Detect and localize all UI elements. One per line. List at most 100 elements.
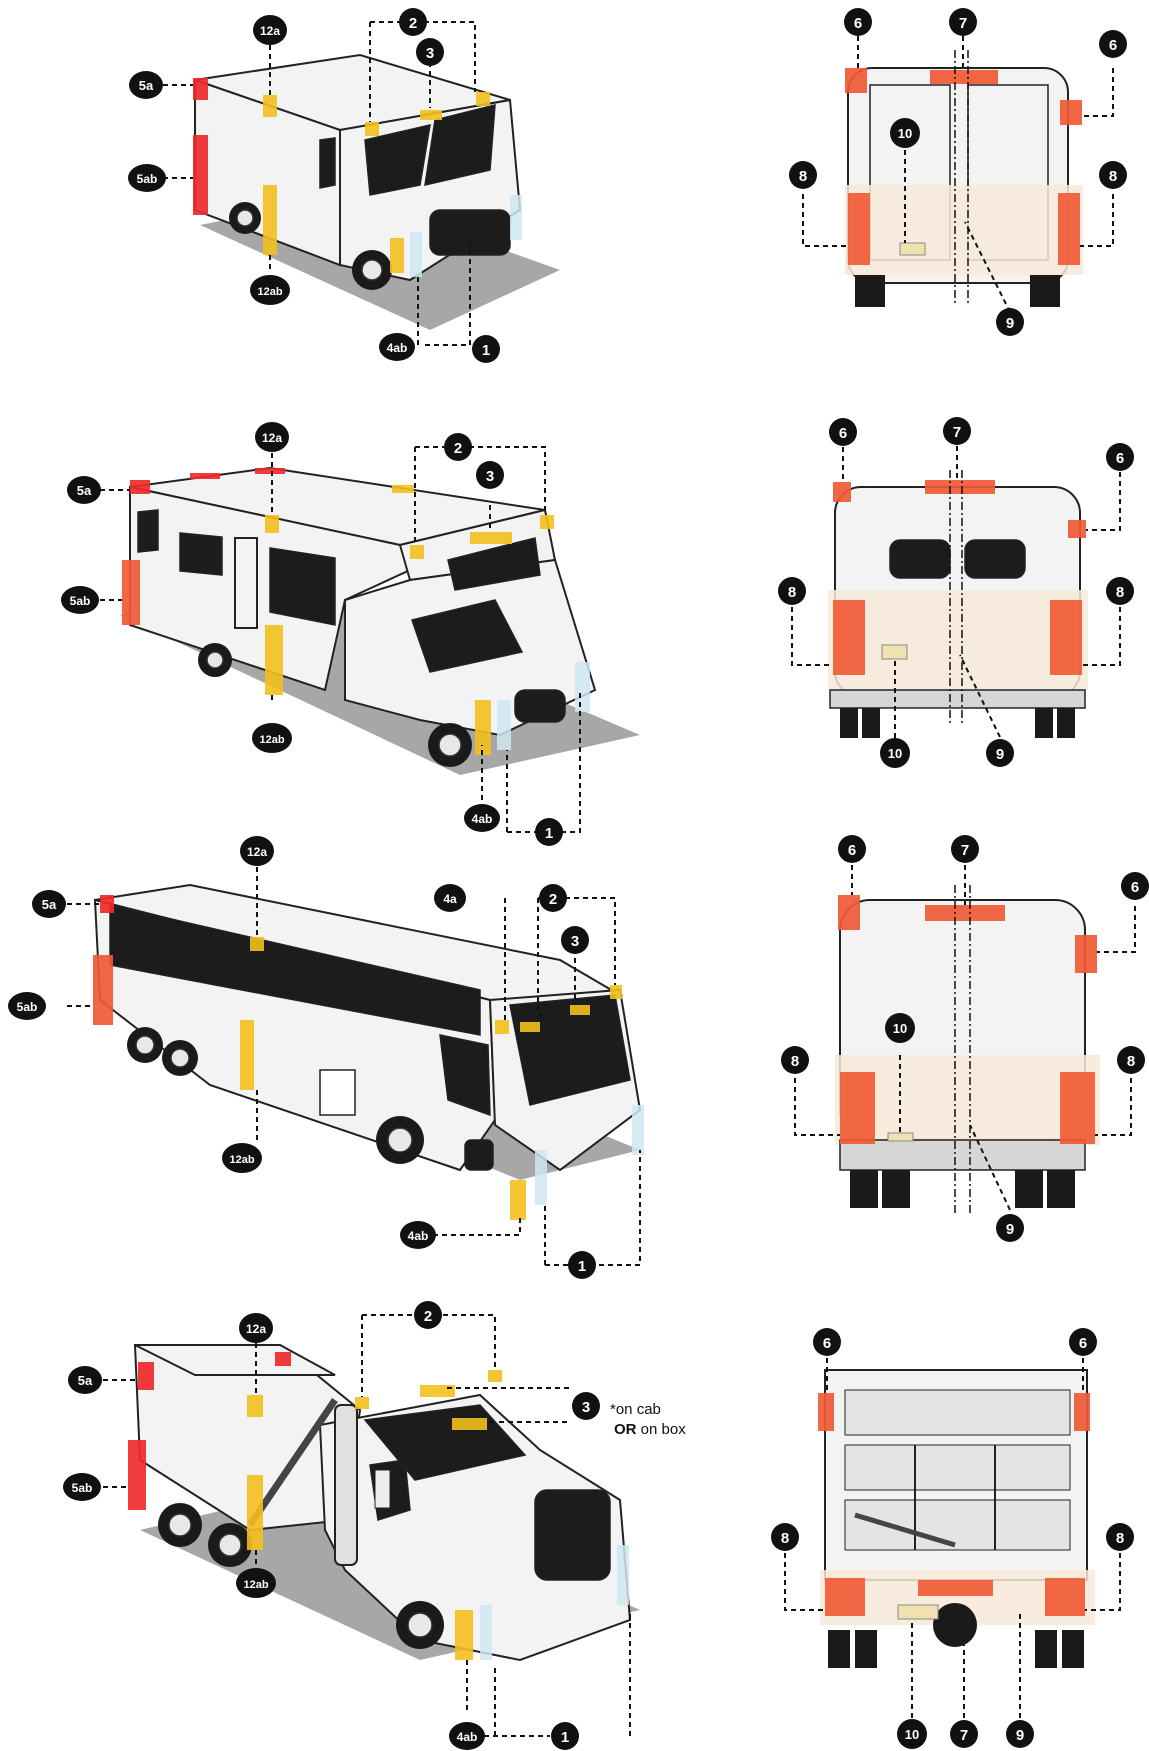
badge-5ab: 5ab <box>128 164 166 192</box>
badge-7: 7 <box>951 835 979 863</box>
svg-text:6: 6 <box>823 1335 831 1352</box>
badge-6: 6 <box>829 418 857 446</box>
badge-9: 9 <box>996 308 1024 336</box>
motorhome-rear-view <box>792 446 1120 738</box>
badge-10: 10 <box>880 738 910 768</box>
badge-5a: 5a <box>129 71 163 99</box>
svg-text:7: 7 <box>953 424 961 441</box>
badge-6: 6 <box>1121 872 1149 900</box>
svg-text:5ab: 5ab <box>17 1000 38 1014</box>
badge-3: 3 <box>416 38 444 66</box>
svg-text:8: 8 <box>1127 1053 1135 1070</box>
badge-6: 6 <box>844 8 872 36</box>
svg-text:4ab: 4ab <box>457 1730 478 1744</box>
svg-text:2: 2 <box>409 15 417 32</box>
badge-12ab: 12ab <box>250 275 290 305</box>
badge-9: 9 <box>986 739 1014 767</box>
svg-text:6: 6 <box>839 425 847 442</box>
badge-5ab: 5ab <box>8 992 46 1020</box>
svg-text:7: 7 <box>961 842 969 859</box>
badge-10: 10 <box>885 1013 915 1043</box>
svg-text:6: 6 <box>1116 450 1124 467</box>
dump-truck-side-view <box>103 1315 640 1736</box>
svg-text:5a: 5a <box>77 483 92 498</box>
badge-8: 8 <box>781 1046 809 1074</box>
badge-8: 8 <box>778 577 806 605</box>
note-rest: on box <box>637 1421 687 1438</box>
badge-2: 2 <box>414 1301 442 1329</box>
coach-bus-side-view <box>67 867 644 1265</box>
svg-text:4ab: 4ab <box>408 1229 429 1243</box>
badge-5a: 5a <box>32 890 66 918</box>
svg-text:12ab: 12ab <box>243 1579 268 1591</box>
note-line-1: *on cab <box>610 1401 661 1418</box>
svg-text:4ab: 4ab <box>472 812 493 826</box>
badge-3: 3 <box>476 461 504 489</box>
svg-text:10: 10 <box>893 1021 907 1036</box>
svg-text:8: 8 <box>1109 168 1117 185</box>
badge-1: 1 <box>551 1722 579 1750</box>
svg-text:5ab: 5ab <box>70 594 91 608</box>
svg-text:7: 7 <box>959 15 967 32</box>
svg-text:4a: 4a <box>443 892 457 906</box>
badge-7: 7 <box>949 8 977 36</box>
svg-text:12a: 12a <box>262 431 282 445</box>
svg-text:9: 9 <box>996 746 1004 763</box>
svg-text:9: 9 <box>1006 1221 1014 1238</box>
badge-2: 2 <box>399 8 427 36</box>
badge-10: 10 <box>890 118 920 148</box>
badge-4ab: 4ab <box>379 333 415 361</box>
dump-truck-rear-view <box>785 1358 1120 1718</box>
badge-9: 9 <box>996 1214 1024 1242</box>
svg-text:5ab: 5ab <box>72 1481 93 1495</box>
dump-truck-note: *on cab OR on box <box>610 1401 686 1438</box>
badge-2: 2 <box>539 884 567 912</box>
svg-text:3: 3 <box>582 1399 590 1416</box>
badge-7: 7 <box>943 417 971 445</box>
svg-text:12a: 12a <box>247 845 267 859</box>
svg-text:12a: 12a <box>246 1322 266 1336</box>
badge-12ab: 12ab <box>222 1143 262 1173</box>
svg-text:6: 6 <box>854 15 862 32</box>
svg-text:6: 6 <box>848 842 856 859</box>
motorhome-side-view <box>100 447 640 832</box>
svg-text:12ab: 12ab <box>257 286 282 298</box>
svg-text:9: 9 <box>1016 1727 1024 1744</box>
svg-text:5a: 5a <box>42 897 57 912</box>
svg-text:8: 8 <box>791 1053 799 1070</box>
badge-6: 6 <box>1106 443 1134 471</box>
badge-6: 6 <box>1069 1328 1097 1356</box>
svg-text:8: 8 <box>1116 584 1124 601</box>
badge-2: 2 <box>444 433 472 461</box>
svg-text:3: 3 <box>426 45 434 62</box>
badge-3: 3 <box>561 926 589 954</box>
badge-6: 6 <box>838 835 866 863</box>
svg-text:8: 8 <box>781 1530 789 1547</box>
svg-text:3: 3 <box>571 933 579 950</box>
badge-12ab: 12ab <box>236 1568 276 1598</box>
badge-7: 7 <box>950 1720 978 1748</box>
badge-12a: 12a <box>255 422 289 452</box>
svg-text:4ab: 4ab <box>387 341 408 355</box>
badge-8: 8 <box>1106 1523 1134 1551</box>
svg-text:2: 2 <box>424 1308 432 1325</box>
svg-text:3: 3 <box>486 468 494 485</box>
step-van-side-view <box>163 22 560 345</box>
badge-10: 10 <box>897 1719 927 1749</box>
svg-text:12a: 12a <box>260 24 280 38</box>
badge-8: 8 <box>1117 1046 1145 1074</box>
note-line-2: OR on box <box>614 1421 686 1438</box>
svg-text:9: 9 <box>1006 315 1014 332</box>
badge-12a: 12a <box>239 1313 273 1343</box>
badge-1: 1 <box>568 1251 596 1279</box>
badge-5a: 5a <box>68 1366 102 1394</box>
badge-1: 1 <box>535 818 563 846</box>
badge-9: 9 <box>1006 1720 1034 1748</box>
svg-text:6: 6 <box>1131 879 1139 896</box>
svg-text:2: 2 <box>454 440 462 457</box>
badge-8: 8 <box>771 1523 799 1551</box>
svg-text:12ab: 12ab <box>229 1154 254 1166</box>
svg-text:8: 8 <box>799 168 807 185</box>
svg-text:5ab: 5ab <box>137 172 158 186</box>
